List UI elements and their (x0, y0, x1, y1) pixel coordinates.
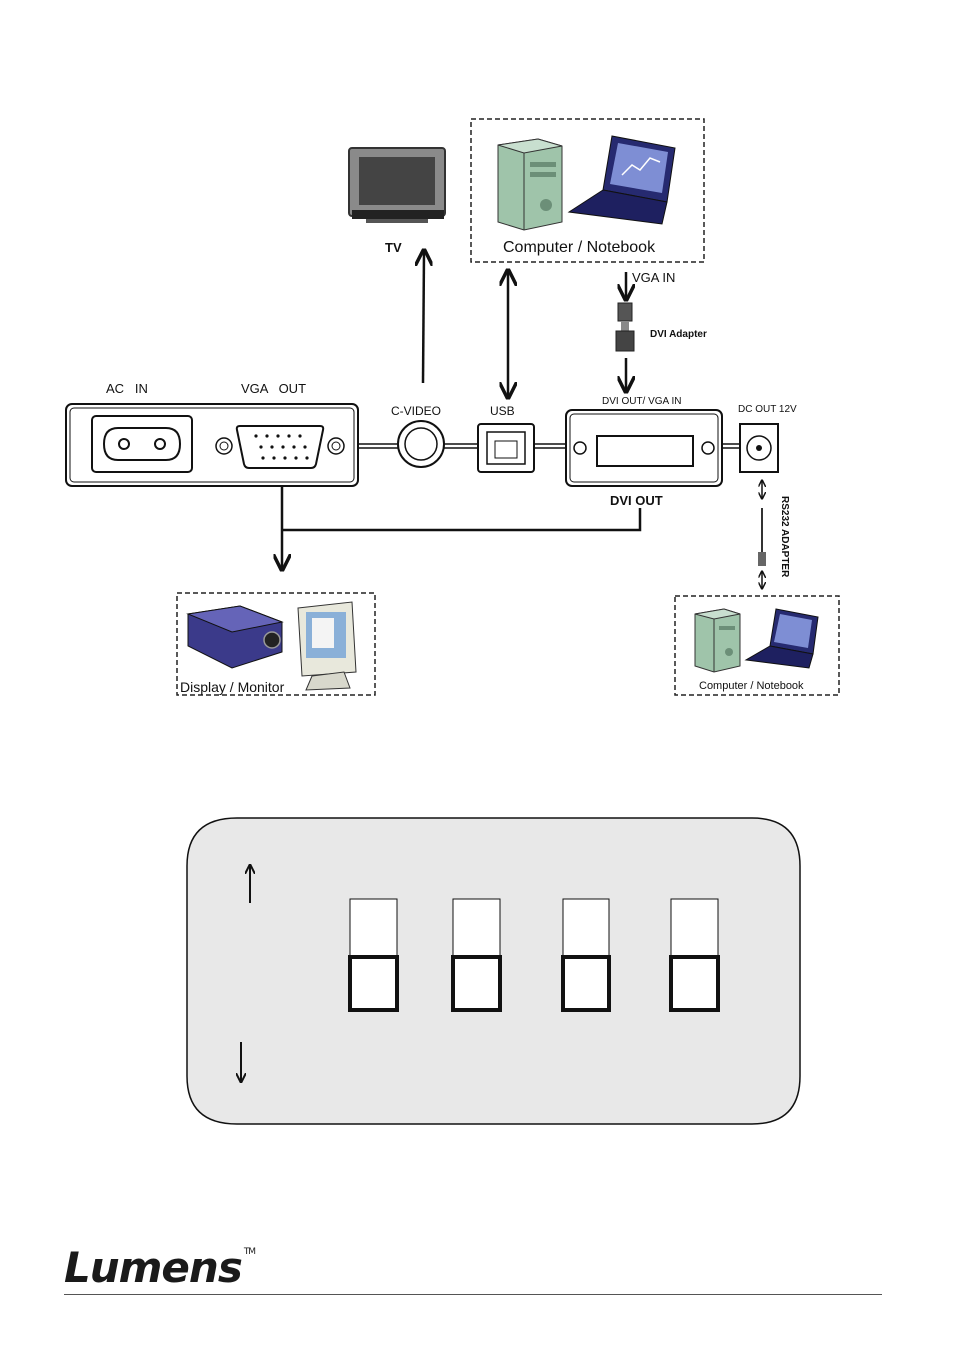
dvi-adapter-icon (615, 302, 635, 352)
dip-switch-2[interactable] (451, 898, 502, 1012)
trademark-mark: TM (243, 1247, 256, 1257)
dc-out-label: DC OUT 12V (738, 404, 797, 415)
display-monitor-label: Display / Monitor (180, 679, 285, 695)
dvi-out-line (282, 508, 642, 532)
dip-switch-4[interactable] (669, 898, 720, 1012)
footer-divider (64, 1294, 882, 1295)
notebook-icon (567, 135, 676, 225)
brand-name: Lumens (64, 1243, 243, 1292)
back-panel (65, 403, 359, 487)
tv-label: TV (385, 240, 402, 255)
computer-top-box (470, 118, 705, 263)
c-video-port (397, 420, 445, 468)
projector-icon (186, 605, 284, 669)
desktop-pc-icon (497, 138, 563, 231)
vga-in-label: VGA IN (632, 270, 675, 285)
dc-out-port (739, 423, 779, 473)
ac-in-socket (91, 415, 193, 473)
dvi-out-vga-in-label: DVI OUT/ VGA IN (602, 396, 681, 407)
usb-port (477, 423, 535, 473)
notebook-small-icon (744, 608, 819, 669)
dip-switch-3[interactable] (561, 898, 611, 1012)
rs232-label: RS232 ADAPTER (779, 496, 790, 578)
computer-top-label: Computer / Notebook (503, 239, 656, 256)
computer-bottom-box (674, 595, 840, 696)
crt-monitor-icon (297, 601, 357, 691)
computer-bottom-label: Computer / Notebook (699, 680, 804, 692)
usb-label: USB (490, 404, 515, 418)
dvi-out-label: DVI OUT (610, 493, 663, 508)
dip-switch-1[interactable] (348, 898, 399, 1012)
dip-switch-panel (186, 817, 801, 1125)
dvi-adapter-label: DVI Adapter (650, 329, 707, 340)
vga-out-port (215, 425, 345, 469)
desktop-pc-small-icon (694, 608, 741, 673)
vga-out-label: VGA OUT (241, 381, 306, 396)
display-monitor-box (176, 592, 376, 696)
rs232-cable-icon (758, 508, 766, 566)
c-video-label: C-VIDEO (391, 404, 441, 418)
ac-in-label: AC IN (106, 381, 148, 396)
dvi-port (565, 409, 723, 487)
tv-arrow (423, 252, 424, 384)
tv-icon (348, 147, 446, 223)
